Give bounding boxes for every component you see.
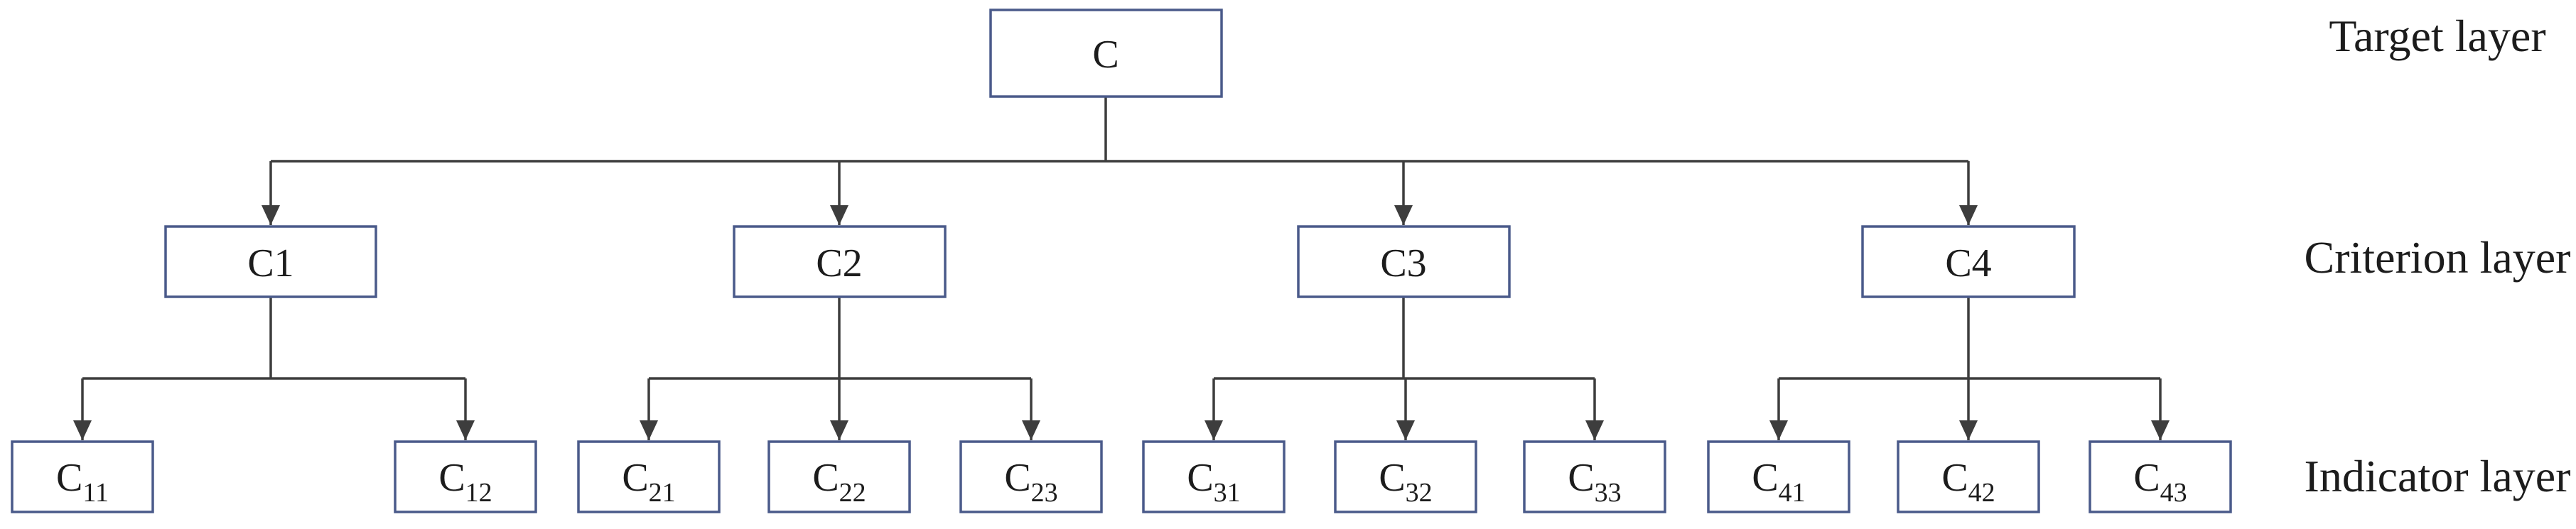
node-c31-box xyxy=(1142,440,1286,513)
node-c21-label: C21 xyxy=(622,456,675,508)
indicator-layer-label: Indicator layer xyxy=(2305,451,2571,501)
node-c1-box xyxy=(164,225,377,298)
node-c1-label: C1 xyxy=(247,241,293,285)
node-c12-label: C12 xyxy=(438,456,492,508)
node-c42: C42 xyxy=(1897,440,2040,513)
node-c43: C43 xyxy=(2089,440,2232,513)
node-c1: C1 xyxy=(164,225,377,298)
node-c43-label: C43 xyxy=(2133,456,2187,508)
node-c42-box xyxy=(1897,440,2040,513)
node-c11-box xyxy=(11,440,154,513)
node-c11-label: C11 xyxy=(56,456,109,508)
node-c12-box xyxy=(394,440,537,513)
node-c: C xyxy=(989,9,1223,98)
node-c33: C33 xyxy=(1523,440,1666,513)
criterion-layer-label: Criterion layer xyxy=(2305,232,2571,283)
node-c33-box xyxy=(1523,440,1666,513)
node-c4-label: C4 xyxy=(1945,241,1991,285)
node-c2-box xyxy=(733,225,947,298)
node-c3: C3 xyxy=(1297,225,1511,298)
node-c4: C4 xyxy=(1861,225,2076,298)
node-c2: C2 xyxy=(733,225,947,298)
node-c3-box xyxy=(1297,225,1511,298)
node-c22-box xyxy=(767,440,911,513)
node-c42-label: C42 xyxy=(1941,456,1995,508)
node-c23: C23 xyxy=(959,440,1103,513)
node-c31-label: C31 xyxy=(1187,456,1240,508)
target-layer-label: Target layer xyxy=(2329,11,2545,61)
node-c32-label: C32 xyxy=(1379,456,1432,508)
node-c41: C41 xyxy=(1707,440,1850,513)
node-c22-label: C22 xyxy=(812,456,866,508)
node-c11: C11 xyxy=(11,440,154,513)
node-c41-box xyxy=(1707,440,1850,513)
node-c21: C21 xyxy=(577,440,721,513)
node-c43-box xyxy=(2089,440,2232,513)
connectors xyxy=(73,97,2170,440)
node-c-label: C xyxy=(1092,33,1119,77)
node-c32: C32 xyxy=(1334,440,1477,513)
node-c3-label: C3 xyxy=(1380,241,1426,285)
node-c12: C12 xyxy=(394,440,537,513)
node-c2-label: C2 xyxy=(816,241,862,285)
node-c21-box xyxy=(577,440,721,513)
node-c41-label: C41 xyxy=(1752,456,1805,508)
node-c4-box xyxy=(1861,225,2076,298)
node-c23-box xyxy=(959,440,1103,513)
node-c33-label: C33 xyxy=(1568,456,1621,508)
node-c32-box xyxy=(1334,440,1477,513)
node-c-box xyxy=(989,9,1223,98)
node-c22: C22 xyxy=(767,440,911,513)
node-c31: C31 xyxy=(1142,440,1286,513)
node-c23-label: C23 xyxy=(1004,456,1057,508)
